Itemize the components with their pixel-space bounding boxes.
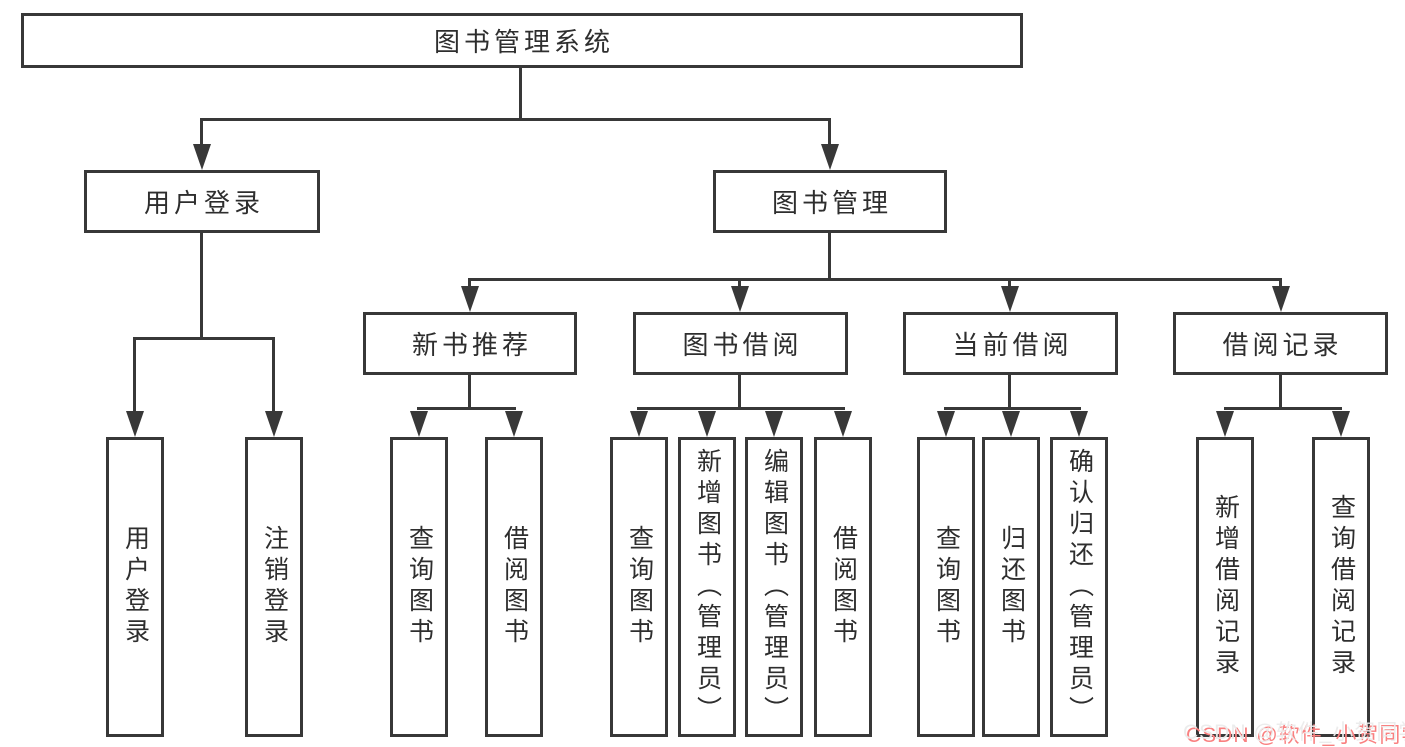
connector-borrow-stem (738, 375, 741, 410)
connector-drop-ul-login (133, 337, 136, 413)
leaf-current-return-book-label: 归还图书 (997, 525, 1026, 649)
arrowhead-icon (1332, 411, 1350, 437)
connector-borrow-hline (637, 407, 845, 410)
connector-drop-ul-logout (272, 337, 275, 413)
leaf-borrow-borrow-book: 借阅图书 (814, 437, 872, 737)
node-book-borrow-label: 图书借阅 (682, 330, 803, 360)
arrowhead-icon (834, 411, 852, 437)
connector-bookmgmt-hline (468, 278, 1282, 281)
node-user-login: 用户登录 (84, 170, 320, 233)
leaf-borrow-add-book-admin-label: 新增图书（管理员） (693, 447, 722, 727)
connector-history-stem (1279, 375, 1282, 410)
node-book-borrow: 图书借阅 (633, 312, 848, 375)
leaf-history-query-record-label: 查询借阅记录 (1327, 494, 1356, 680)
leaf-borrow-query-book-label: 查询图书 (625, 525, 654, 649)
leaf-newbook-borrow-book: 借阅图书 (485, 437, 543, 737)
arrowhead-icon (505, 411, 523, 437)
leaf-borrow-query-book: 查询图书 (610, 437, 668, 737)
connector-current-stem (1008, 375, 1011, 410)
connector-userlogin-hline (133, 337, 275, 340)
connector-drop-history (1279, 278, 1282, 290)
connector-history-hline (1224, 407, 1342, 410)
leaf-history-add-record-label: 新增借阅记录 (1211, 494, 1240, 680)
connector-newbook-hline (417, 407, 516, 410)
node-current-borrow: 当前借阅 (903, 312, 1118, 375)
connector-bookmgmt-stem (828, 233, 831, 278)
arrowhead-icon (265, 411, 283, 437)
arrowhead-icon (821, 144, 839, 170)
arrowhead-icon (1272, 286, 1290, 312)
leaf-current-confirm-return-admin-label: 确认归还（管理员） (1065, 447, 1094, 727)
leaf-history-add-record: 新增借阅记录 (1196, 437, 1254, 737)
root-node-library-system: 图书管理系统 (21, 13, 1023, 68)
leaf-borrow-edit-book-admin-label: 编辑图书（管理员） (760, 447, 789, 727)
arrowhead-icon (1002, 411, 1020, 437)
node-new-book-recommend: 新书推荐 (363, 312, 577, 375)
arrowhead-icon (1001, 286, 1019, 312)
leaf-current-confirm-return-admin: 确认归还（管理员） (1050, 437, 1108, 737)
leaf-newbook-query-book: 查询图书 (390, 437, 448, 737)
leaf-logout: 注销登录 (245, 437, 303, 737)
leaf-current-query-book: 查询图书 (917, 437, 975, 737)
node-user-login-label: 用户登录 (143, 188, 264, 218)
node-new-book-recommend-label: 新书推荐 (411, 330, 532, 360)
arrowhead-icon (461, 286, 479, 312)
connector-root-hline (200, 118, 831, 121)
arrowhead-icon (765, 411, 783, 437)
connector-current-hline (944, 407, 1081, 410)
leaf-borrow-edit-book-admin: 编辑图书（管理员） (745, 437, 803, 737)
connector-drop-book-mgmt (828, 118, 831, 148)
connector-userlogin-stem (200, 233, 203, 337)
arrowhead-icon (630, 411, 648, 437)
leaf-user-login-label: 用户登录 (121, 525, 150, 649)
connector-drop-current (1008, 278, 1011, 290)
node-borrow-records-label: 借阅记录 (1222, 330, 1343, 360)
arrowhead-icon (731, 286, 749, 312)
leaf-logout-label: 注销登录 (260, 525, 289, 649)
leaf-newbook-query-book-label: 查询图书 (405, 525, 434, 649)
leaf-newbook-borrow-book-label: 借阅图书 (500, 525, 529, 649)
connector-root-stem (519, 68, 522, 120)
connector-newbook-stem (468, 375, 471, 410)
connector-drop-borrow (738, 278, 741, 290)
arrowhead-icon (698, 411, 716, 437)
arrowhead-icon (126, 411, 144, 437)
root-node-label: 图书管理系统 (433, 27, 614, 57)
leaf-current-return-book: 归还图书 (982, 437, 1040, 737)
node-borrow-records: 借阅记录 (1173, 312, 1388, 375)
leaf-user-login: 用户登录 (106, 437, 164, 737)
leaf-current-query-book-label: 查询图书 (932, 525, 961, 649)
arrowhead-icon (410, 411, 428, 437)
leaf-borrow-add-book-admin: 新增图书（管理员） (678, 437, 736, 737)
leaf-history-query-record: 查询借阅记录 (1312, 437, 1370, 737)
connector-drop-user-login (200, 118, 203, 148)
arrowhead-icon (1216, 411, 1234, 437)
node-book-management-label: 图书管理 (771, 188, 892, 218)
arrowhead-icon (193, 144, 211, 170)
connector-drop-newbook (468, 278, 471, 290)
node-book-management: 图书管理 (713, 170, 947, 233)
node-current-borrow-label: 当前借阅 (952, 330, 1073, 360)
arrowhead-icon (1070, 411, 1088, 437)
watermark: CSDN @软件_小贺同学 (1183, 721, 1405, 744)
arrowhead-icon (937, 411, 955, 437)
leaf-borrow-borrow-book-label: 借阅图书 (829, 525, 858, 649)
